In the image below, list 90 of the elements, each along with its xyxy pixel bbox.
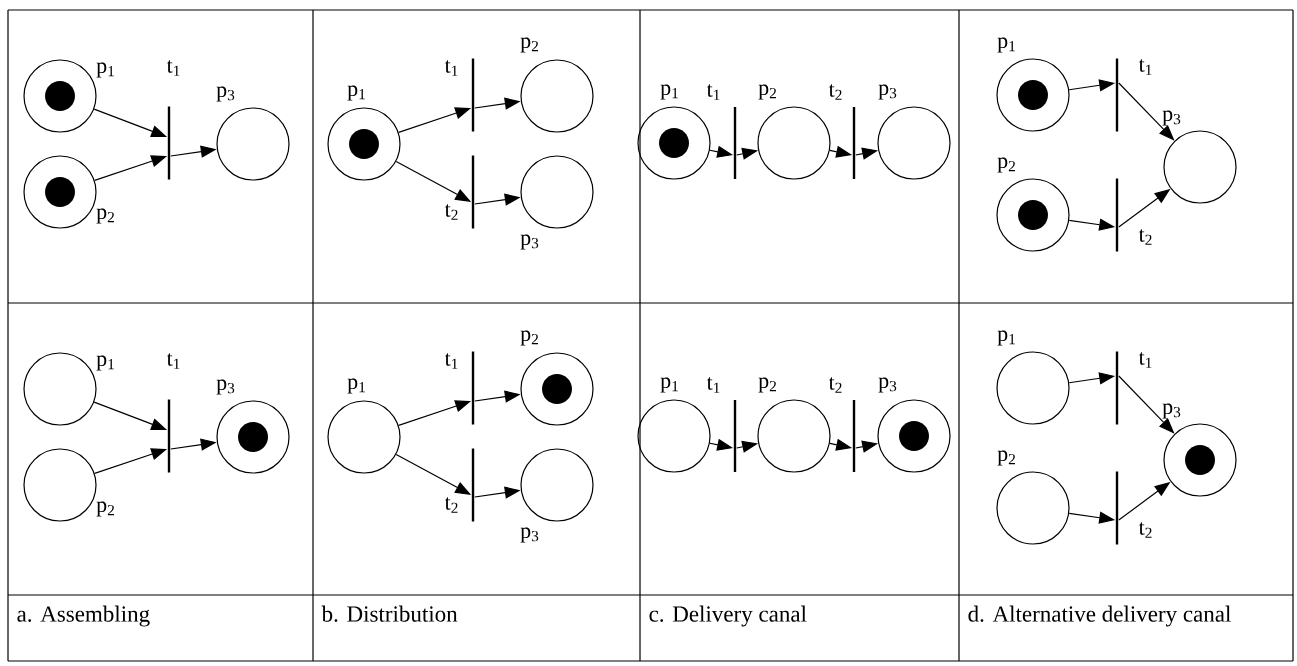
token-dot bbox=[238, 422, 268, 452]
place-label: p$_{3}$ bbox=[520, 234, 539, 250]
place-label: p$_{3}$ bbox=[216, 86, 235, 102]
place-circle bbox=[216, 107, 290, 181]
place-circle bbox=[520, 352, 594, 426]
token-dot bbox=[349, 129, 379, 159]
place-circle bbox=[877, 106, 951, 180]
transition-bar bbox=[852, 107, 856, 179]
place-circle bbox=[520, 448, 594, 522]
place-circle bbox=[757, 106, 831, 180]
transition-bar bbox=[733, 400, 737, 472]
transition-bar bbox=[1115, 58, 1119, 132]
place-circle bbox=[327, 107, 401, 181]
place-circle bbox=[216, 400, 290, 474]
transition-bar bbox=[471, 155, 475, 229]
caption-text: d. Alternative delivery canal bbox=[968, 605, 1231, 627]
place-label: p$_{2}$ bbox=[96, 501, 114, 517]
token-dot bbox=[1185, 445, 1215, 475]
place-label: p$_{3}$ bbox=[216, 379, 235, 395]
transition-label: t$_{2}$ bbox=[828, 377, 842, 393]
caption-text: b. Distribution bbox=[321, 605, 458, 622]
place-label: p$_{1}$ bbox=[660, 84, 678, 100]
transition-bar bbox=[1115, 178, 1119, 252]
token-dot bbox=[899, 421, 929, 451]
place-label: p$_{2}$ bbox=[96, 208, 114, 224]
transition-label: t$_{1}$ bbox=[166, 353, 180, 369]
place-label: p$_{3}$ bbox=[520, 527, 539, 543]
place-circle bbox=[1163, 423, 1237, 497]
transition-bar bbox=[1115, 351, 1119, 425]
place-circle bbox=[23, 448, 97, 522]
place-label: p$_{2}$ bbox=[758, 377, 776, 393]
transition-label: t$_{2}$ bbox=[828, 84, 842, 100]
place-label: p$_{1}$ bbox=[997, 37, 1015, 53]
place-circle bbox=[996, 471, 1070, 545]
token-dot bbox=[45, 177, 75, 207]
transition-bar bbox=[167, 106, 171, 180]
transition-label: t$_{2}$ bbox=[444, 204, 458, 220]
transition-label: t$_{2}$ bbox=[444, 497, 458, 513]
place-circle bbox=[877, 399, 951, 473]
token-dot bbox=[542, 374, 572, 404]
place-label: p$_{3}$ bbox=[878, 377, 897, 393]
place-circle bbox=[996, 178, 1070, 252]
place-label: p$_{1}$ bbox=[96, 62, 114, 78]
place-label: p$_{3}$ bbox=[1162, 403, 1181, 419]
place-circle bbox=[520, 155, 594, 229]
place-circle bbox=[23, 352, 97, 426]
place-label: p$_{2}$ bbox=[997, 450, 1015, 466]
place-label: p$_{3}$ bbox=[1162, 110, 1181, 126]
token-dot bbox=[45, 81, 75, 111]
transition-bar bbox=[1115, 471, 1119, 545]
place-label: p$_{2}$ bbox=[520, 330, 538, 346]
transition-bar bbox=[471, 448, 475, 522]
place-label: p$_{3}$ bbox=[878, 84, 897, 100]
place-circle bbox=[637, 399, 711, 473]
place-label: p$_{2}$ bbox=[520, 37, 538, 53]
transition-label: t$_{2}$ bbox=[1138, 229, 1152, 245]
place-circle bbox=[23, 155, 97, 229]
place-circle bbox=[23, 59, 97, 133]
place-circle bbox=[637, 106, 711, 180]
transition-label: t$_{2}$ bbox=[1138, 522, 1152, 538]
transition-label: t$_{1}$ bbox=[706, 84, 720, 100]
caption-text: a. Assembling bbox=[17, 605, 150, 627]
place-circle bbox=[757, 399, 831, 473]
place-label: p$_{2}$ bbox=[758, 84, 776, 100]
token-dot bbox=[659, 128, 689, 158]
transition-bar bbox=[852, 400, 856, 472]
place-label: p$_{1}$ bbox=[96, 355, 114, 371]
transition-bar bbox=[733, 107, 737, 179]
place-circle bbox=[1163, 130, 1237, 204]
caption-text: c. Delivery canal bbox=[649, 605, 807, 627]
transition-label: t$_{1}$ bbox=[1138, 59, 1152, 75]
place-label: p$_{1}$ bbox=[660, 377, 678, 393]
place-circle bbox=[327, 400, 401, 474]
transition-label: t$_{1}$ bbox=[444, 60, 458, 76]
place-label: p$_{1}$ bbox=[347, 378, 365, 394]
place-label: p$_{2}$ bbox=[997, 157, 1015, 173]
transition-label: t$_{1}$ bbox=[1138, 352, 1152, 368]
place-circle bbox=[996, 58, 1070, 132]
transition-label: t$_{1}$ bbox=[706, 377, 720, 393]
transition-bar bbox=[471, 58, 475, 132]
transition-label: t$_{1}$ bbox=[166, 60, 180, 76]
token-dot bbox=[1018, 200, 1048, 230]
place-label: p$_{1}$ bbox=[997, 330, 1015, 346]
place-circle bbox=[996, 351, 1070, 425]
token-dot bbox=[1018, 80, 1048, 110]
transition-bar bbox=[167, 399, 171, 473]
transition-bar bbox=[471, 351, 475, 425]
place-circle bbox=[520, 59, 594, 133]
place-label: p$_{1}$ bbox=[347, 85, 365, 101]
transition-label: t$_{1}$ bbox=[444, 353, 458, 369]
